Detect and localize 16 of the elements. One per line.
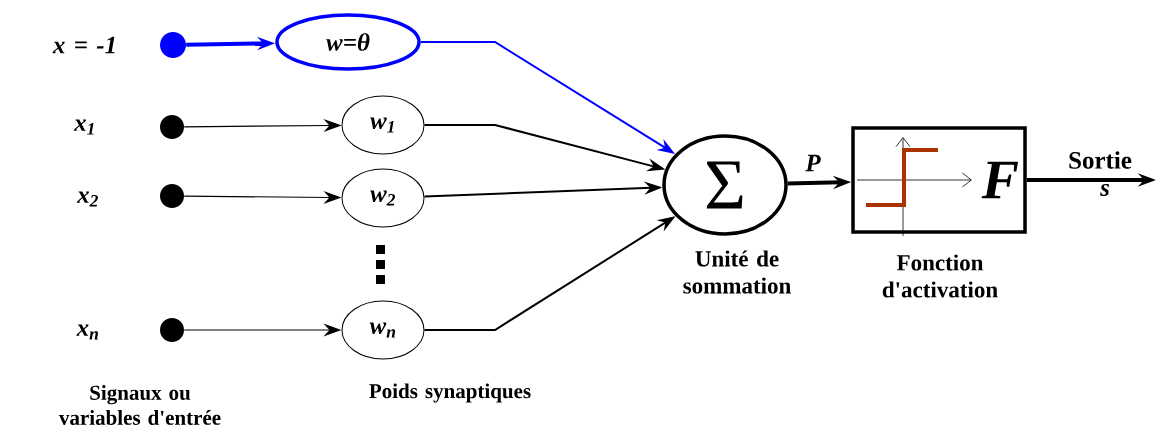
output-symbol: s bbox=[1100, 184, 1110, 196]
input-dot bbox=[160, 32, 186, 58]
edge-label: Sortie bbox=[1069, 151, 1132, 169]
input-dot bbox=[160, 184, 184, 208]
node-caption: Fonction d'activation bbox=[882, 254, 998, 298]
node-caption: Unité de sommation bbox=[683, 250, 791, 294]
edge-label: P bbox=[805, 154, 821, 172]
input-dot bbox=[160, 318, 184, 342]
input-label: x$_{1}$ bbox=[73, 119, 94, 135]
input-label: x$_{n}$ bbox=[76, 324, 98, 340]
function-box: F bbox=[851, 126, 1027, 234]
input-dot bbox=[160, 115, 184, 139]
caption: Signaux ou variables d'entrée bbox=[58, 385, 221, 425]
input-label: x$_{2}$ bbox=[76, 191, 98, 207]
caption: Poids synaptiques bbox=[369, 383, 531, 403]
input-label: x = -1 bbox=[52, 36, 115, 54]
